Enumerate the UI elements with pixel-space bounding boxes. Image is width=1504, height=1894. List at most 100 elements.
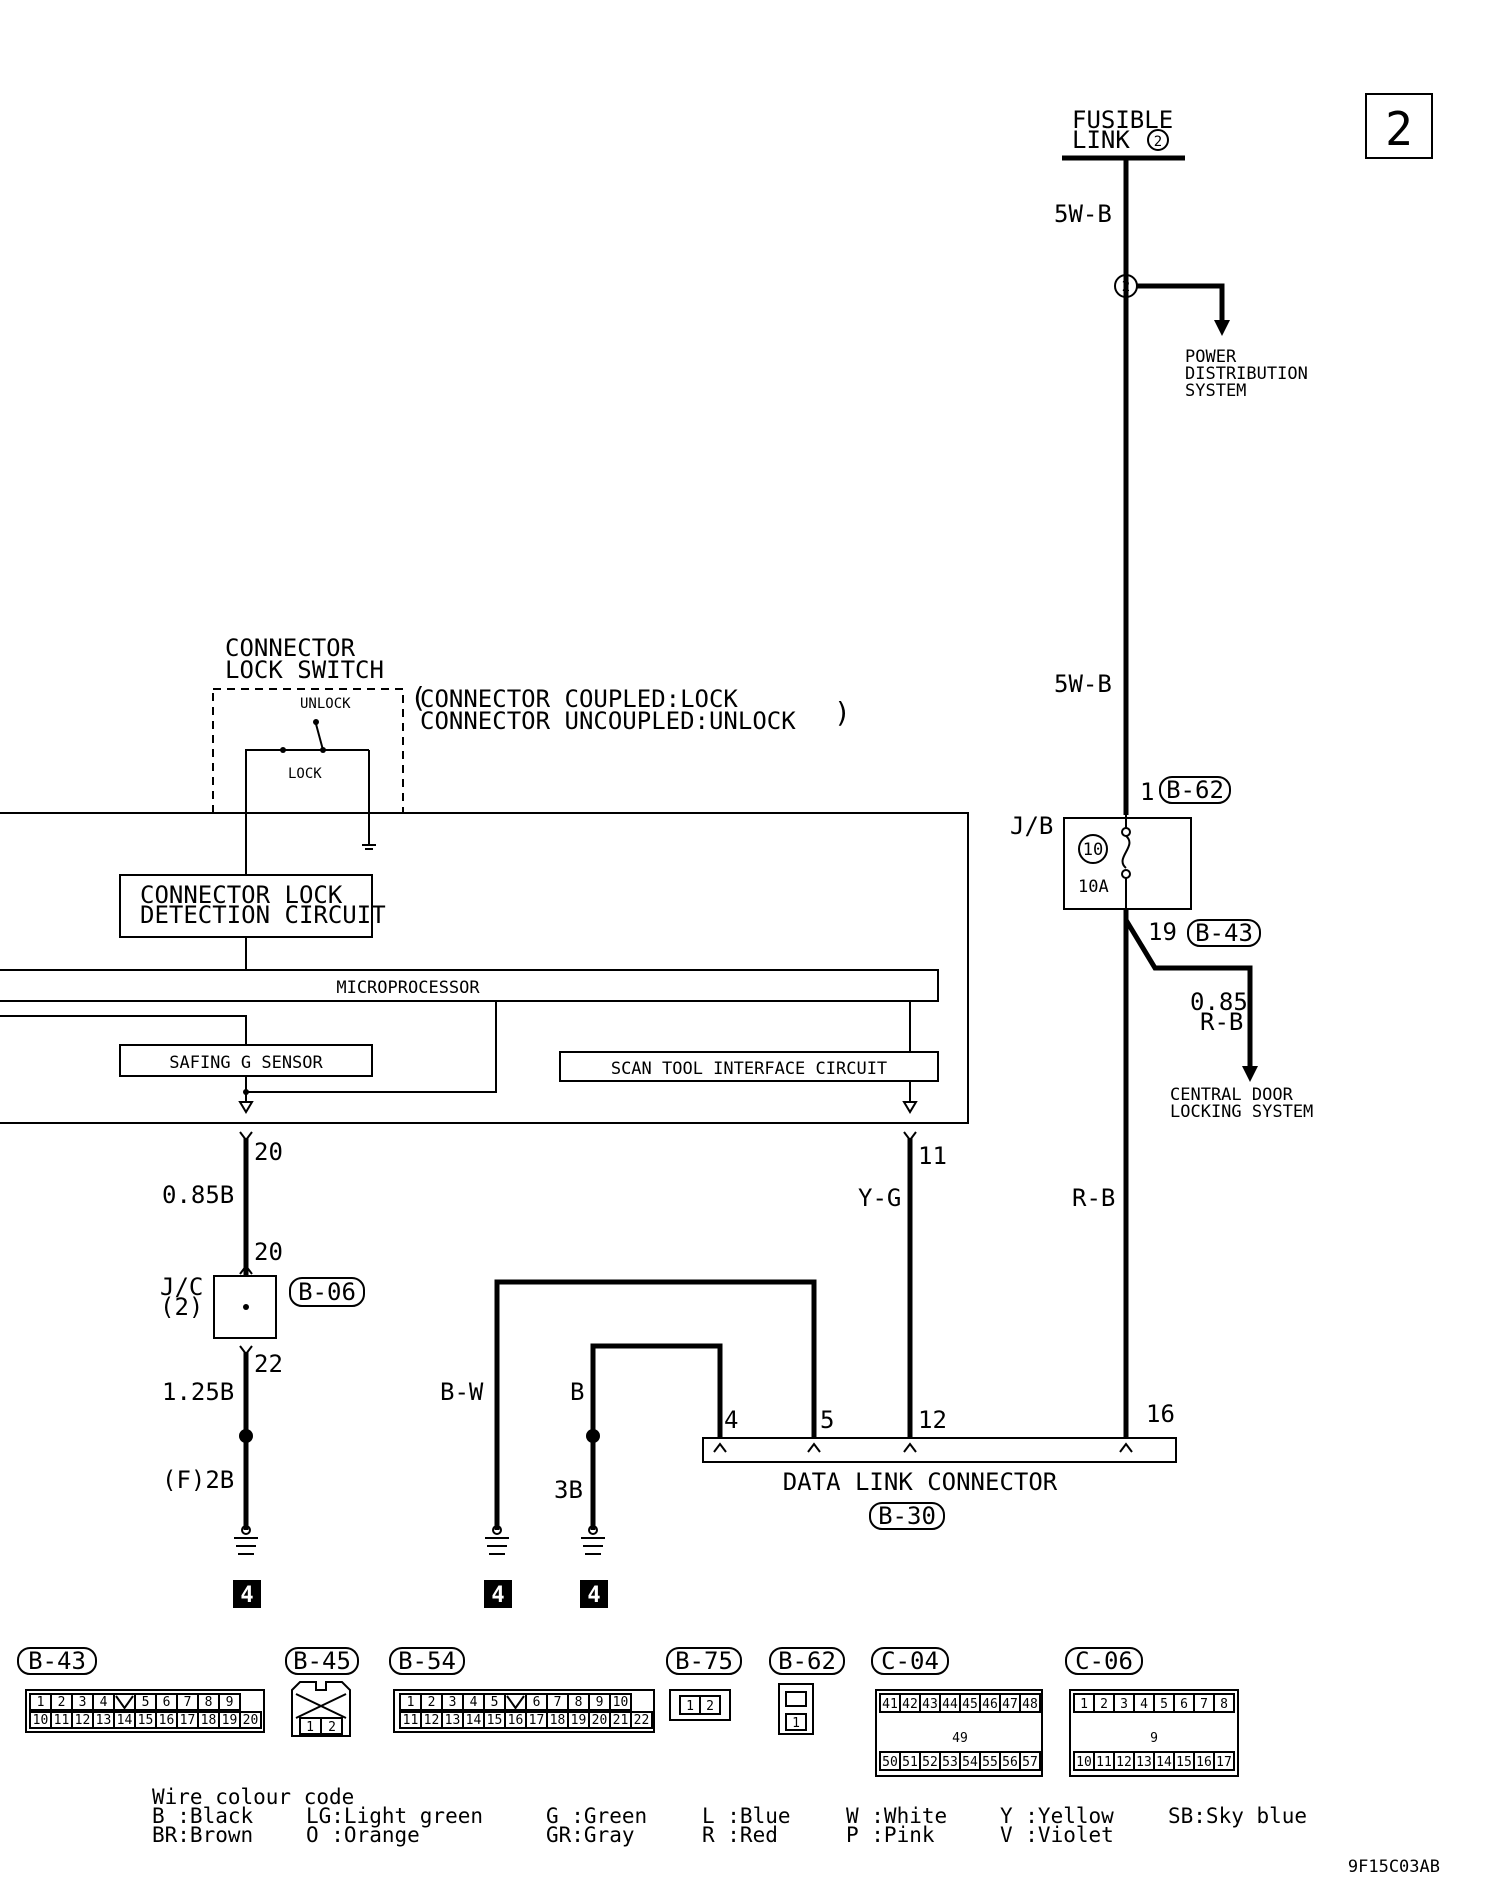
connector-pin-label: 16 (1196, 1755, 1212, 1770)
jc-label1: J/C (160, 1273, 203, 1301)
lock-note-2: CONNECTOR UNCOUPLED:UNLOCK (420, 707, 796, 735)
dlc-conn-badge (869, 1502, 945, 1530)
connector-pin-label: 5 (1160, 1697, 1168, 1712)
svg-text:1: 1 (792, 1716, 800, 1731)
data-link-connector (702, 1437, 1177, 1463)
ground-icon (234, 1537, 258, 1555)
connector-pin-label: 16 (159, 1713, 175, 1728)
power-distribution-label2: DISTRIBUTION (1185, 364, 1308, 384)
fusible-link-number-circle (1147, 129, 1169, 151)
svg-text:B-75: B-75 (675, 1647, 733, 1675)
connector-pin-label: 6 (1180, 1697, 1188, 1712)
connector-pin-label: 12 (424, 1713, 440, 1728)
pin-dlc-16: 16 (1146, 1400, 1175, 1428)
paren-right: ) (834, 696, 851, 729)
connector-pin-label: 8 (575, 1695, 583, 1710)
connector-pin-label: 22 (634, 1713, 650, 1728)
connector-pin-label: 13 (1136, 1755, 1152, 1770)
srs-ecu-box (0, 812, 969, 1124)
ground-marker-label: 4 (240, 1583, 253, 1608)
connector-pin-cell (609, 1693, 632, 1711)
connector-pin-label: 4 (470, 1695, 478, 1710)
scan-tool-label: SCAN TOOL INTERFACE CIRCUIT (611, 1059, 887, 1079)
wire-label-085: 0.85 (1190, 988, 1248, 1016)
fuse-number-circle (1078, 834, 1108, 864)
pin-ecu-20: 20 (254, 1138, 283, 1166)
connector-pin-label: 17 (529, 1713, 545, 1728)
wire-label-b: B (570, 1378, 584, 1406)
jc-conn-badge (289, 1277, 365, 1307)
svg-text:C-06: C-06 (1075, 1647, 1133, 1675)
connector-pin-label: 6 (533, 1695, 541, 1710)
power-distribution-label1: POWER (1185, 347, 1237, 367)
svg-text:B-43: B-43 (28, 1647, 86, 1675)
pin-dlc-5: 5 (820, 1406, 834, 1434)
connector-pin-label: 51 (902, 1755, 918, 1770)
jb-conn-in-badge (1159, 776, 1231, 804)
colour-code-entry: Y :Yellow (1000, 1804, 1114, 1828)
safing-sensor-label: SAFING G SENSOR (169, 1053, 323, 1073)
colour-code-entry: V :Violet (1000, 1823, 1114, 1847)
pin-dlc-12: 12 (918, 1406, 947, 1434)
connector-pin-label: 12 (1116, 1755, 1132, 1770)
connector-pin-label: 8 (1220, 1697, 1228, 1712)
wire-label-125b: 1.25B (162, 1378, 234, 1406)
connector-pin-label: 56 (1002, 1755, 1018, 1770)
connector-pin-label: 4 (1140, 1697, 1148, 1712)
connector-pin-label: 2 (58, 1695, 66, 1710)
dlc-conn: B-30 (878, 1502, 936, 1530)
detection-circuit-label1: CONNECTOR LOCK (140, 881, 343, 909)
connector-pin-label: 7 (554, 1695, 562, 1710)
svg-text:2: 2 (328, 1720, 336, 1735)
connector-pin-label: 1 (1080, 1697, 1088, 1712)
connector-view-b75: B-75 1 2 (666, 1647, 742, 1721)
wire-r-b-branch (1123, 918, 1253, 1068)
jc-conn: B-06 (298, 1278, 356, 1306)
ground-marker (580, 1580, 608, 1608)
ground-icon (362, 844, 376, 850)
connector-pin-label: 5 (142, 1695, 150, 1710)
connector-pin-label: 19 (222, 1713, 238, 1728)
connector-pin-label: 14 (1156, 1755, 1172, 1770)
wire-label-f2b: (F)2B (162, 1466, 234, 1494)
connector-pin-label: 9 (596, 1695, 604, 1710)
connector-pin-label: 20 (243, 1713, 259, 1728)
jb-conn-out-badge (1187, 919, 1261, 947)
connector-pin-label: 4 (100, 1695, 108, 1710)
connector-pin-label: 43 (922, 1697, 938, 1712)
connector-pin-cell (218, 1693, 241, 1711)
svg-text:B-62: B-62 (778, 1647, 836, 1675)
fuse-symbol (1121, 815, 1131, 909)
wire-b-w (494, 1279, 817, 1530)
connector-pin-label: 13 (445, 1713, 461, 1728)
connector-pin-label: 41 (882, 1697, 898, 1712)
connector-pin-label: 18 (550, 1713, 566, 1728)
figure-code: 9F15C03AB (1348, 1857, 1440, 1877)
microprocessor-label: MICROPROCESSOR (336, 978, 480, 998)
connector-pin-cell (1019, 1693, 1041, 1713)
connector-pin-label: 54 (962, 1755, 978, 1770)
wire-label-rb: R-B (1072, 1184, 1115, 1212)
ground-marker-label: 4 (587, 1583, 600, 1608)
ground-marker-label: 4 (491, 1583, 504, 1608)
connector-pin-cell (239, 1711, 262, 1729)
colour-code-entry: L :Blue (702, 1804, 791, 1828)
colour-code-title: Wire colour code (152, 1785, 354, 1809)
pin-jc-in: 20 (254, 1238, 283, 1266)
connector-pin-label: 1 (37, 1695, 45, 1710)
connector-pin-label: 11 (1096, 1755, 1112, 1770)
colour-code-entry: SB:Sky blue (1168, 1804, 1307, 1828)
svg-text:1: 1 (306, 1720, 314, 1735)
connector-pin-label: 3 (1120, 1697, 1128, 1712)
connector-pin-label: 47 (1002, 1697, 1018, 1712)
connector-pin-label: 9 (226, 1695, 234, 1710)
connector-pin-label: 6 (163, 1695, 171, 1710)
svg-text:1: 1 (686, 1699, 694, 1714)
connector-pin-label: 42 (902, 1697, 918, 1712)
jb-conn-out: B-43 (1195, 919, 1253, 947)
lock-note-1: CONNECTOR COUPLED:LOCK (420, 685, 738, 713)
wire-label-5wb-mid: 5W-B (1054, 670, 1112, 698)
jb-pin-in: 1 (1140, 778, 1154, 806)
